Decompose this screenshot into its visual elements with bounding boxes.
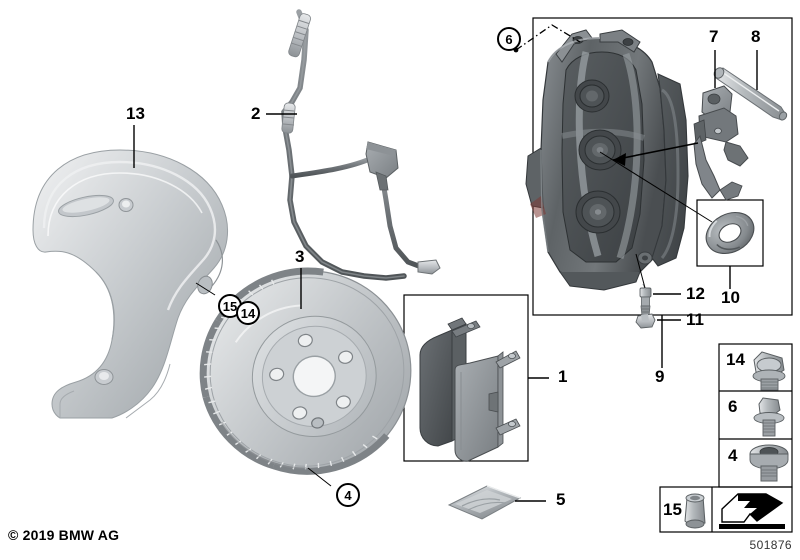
legend-bolt-4-icon <box>749 444 789 482</box>
vented-brake-disc-icon <box>199 267 412 475</box>
dust-shield-icon <box>32 149 228 419</box>
legend-bottom-box <box>659 486 793 533</box>
brake-caliper-icon <box>525 29 689 291</box>
bleeder-cap-icon <box>635 313 656 329</box>
callout-12: 12 <box>686 284 705 303</box>
legend-bolt-14-icon <box>752 351 786 391</box>
callout-8: 8 <box>751 27 761 46</box>
callout-1: 1 <box>558 367 568 386</box>
copyright-notice: © 2019 BMW AG <box>8 527 120 543</box>
callout-circled-6: 6 <box>497 27 521 51</box>
install-arrow-icon <box>719 493 785 529</box>
legend-bolt-6-icon <box>753 397 785 437</box>
leader-line-6 <box>515 24 581 51</box>
pointer-lines <box>195 151 713 487</box>
brake-pads-icon <box>419 317 521 462</box>
callout-13: 13 <box>126 104 145 123</box>
leader-lines <box>133 50 758 502</box>
callout-11: 11 <box>686 310 704 329</box>
callout-7: 7 <box>709 27 719 46</box>
retaining-pin-icon <box>713 67 788 121</box>
legend-number-4: 4 <box>728 446 738 465</box>
retaining-clip-icon <box>693 85 749 201</box>
callout-circled-4: 4 <box>336 483 360 507</box>
legend-number-14: 14 <box>726 350 745 369</box>
legend-number-15: 15 <box>663 500 682 519</box>
sensor-terminal-icon <box>417 259 441 275</box>
diagram-id-label: 501876 <box>749 538 792 552</box>
callout-3: 3 <box>295 247 305 266</box>
callout-9: 9 <box>655 367 665 386</box>
grease-sachet-icon <box>447 485 522 520</box>
callout-circled-14: 14 <box>236 301 260 325</box>
wear-sensor-cable-icon <box>281 9 441 281</box>
callout-10: 10 <box>721 288 740 307</box>
seal-ring-icon <box>705 211 755 255</box>
legend-bush-15-icon <box>684 493 706 529</box>
bleeder-screw-icon <box>639 283 652 317</box>
legend-number-6: 6 <box>728 397 738 416</box>
clip-install-arrow <box>612 142 699 166</box>
callout-2: 2 <box>251 104 261 123</box>
sensor-connector-icon <box>365 141 399 191</box>
callout-5: 5 <box>556 490 566 509</box>
